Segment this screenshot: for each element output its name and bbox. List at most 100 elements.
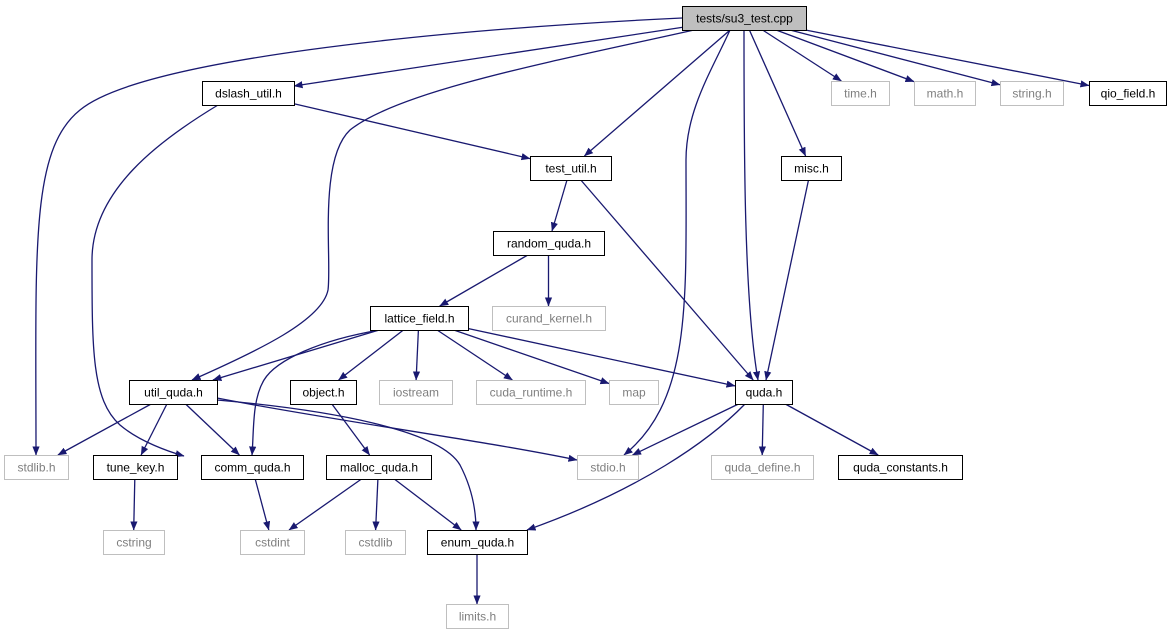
node-cstdint: cstdint: [240, 530, 305, 555]
node-quda-define: quda_define.h: [711, 455, 814, 480]
node-box: [1089, 81, 1167, 106]
node-box: [93, 455, 178, 480]
node-test-util[interactable]: test_util.h: [530, 156, 612, 181]
edge-dslash-util-to-comm-quda: [91, 104, 219, 458]
node-stdio: stdio.h: [577, 455, 639, 480]
node-box: [370, 306, 469, 331]
edge-quda-to-enum-quda: [526, 403, 746, 531]
node-label: cstring: [116, 536, 151, 550]
node-box: [201, 455, 304, 480]
edge-su3-test-to-stdlib: [32, 17, 683, 456]
node-math: math.h: [914, 81, 976, 106]
node-iostream: iostream: [379, 380, 453, 405]
edge-object-to-malloc-quda: [331, 403, 371, 456]
node-box: [735, 380, 793, 405]
edge-util-quda-to-stdio: [216, 397, 578, 462]
node-limits: limits.h: [446, 604, 509, 629]
node-string: string.h: [1000, 81, 1064, 106]
nodes-layer: tests/su3_test.cpp dslash_util.h time.h mat…: [4, 6, 1167, 629]
node-label: random_quda.h: [507, 237, 591, 251]
node-box: [530, 156, 612, 181]
node-box: [781, 156, 842, 181]
node-su3-test[interactable]: tests/su3_test.cpp: [682, 6, 807, 31]
node-box: [103, 530, 165, 555]
node-stdlib: stdlib.h: [4, 455, 69, 480]
node-misc[interactable]: misc.h: [781, 156, 842, 181]
edge-test-util-to-random-quda: [550, 179, 568, 232]
node-label: stdio.h: [590, 461, 625, 475]
node-label: util_quda.h: [144, 386, 203, 400]
edge-su3-test-to-time: [762, 29, 842, 82]
edge-test-util-to-quda: [580, 179, 754, 381]
node-comm-quda[interactable]: comm_quda.h: [201, 455, 304, 480]
edge-lattice-field-to-iostream: [412, 329, 421, 381]
node-box: [831, 81, 890, 106]
node-quda-constants[interactable]: quda_constants.h: [838, 455, 963, 480]
node-label: tune_key.h: [107, 461, 165, 475]
edge-lattice-field-to-map: [453, 329, 610, 385]
node-box: [1000, 81, 1064, 106]
node-box: [914, 81, 976, 106]
node-label: comm_quda.h: [214, 461, 290, 475]
node-label: math.h: [927, 87, 964, 101]
node-label: map: [622, 386, 646, 400]
edge-misc-to-quda: [764, 179, 810, 381]
edge-malloc-quda-to-cstdlib: [372, 478, 380, 531]
node-label: lattice_field.h: [384, 312, 454, 326]
node-box: [202, 81, 295, 106]
node-box: [290, 380, 357, 405]
node-tune-key[interactable]: tune_key.h: [93, 455, 178, 480]
node-label: quda_constants.h: [853, 461, 948, 475]
edge-su3-test-to-math: [775, 29, 915, 83]
node-label: time.h: [844, 87, 877, 101]
node-box: [476, 380, 586, 405]
edge-su3-test-to-stdio: [623, 29, 731, 456]
node-label: cstdlib: [358, 536, 392, 550]
node-random-quda[interactable]: random_quda.h: [493, 231, 605, 256]
node-box: [129, 380, 218, 405]
node-box: [682, 6, 807, 31]
node-label: string.h: [1012, 87, 1051, 101]
edge-su3-test-to-util-quda: [191, 29, 695, 381]
edge-su3-test-to-test-util: [583, 29, 731, 157]
edge-su3-test-to-quda: [743, 29, 761, 381]
node-label: quda_define.h: [724, 461, 800, 475]
node-label: tests/su3_test.cpp: [696, 12, 793, 26]
edge-malloc-quda-to-enum-quda: [393, 478, 462, 531]
node-box: [711, 455, 814, 480]
node-dslash-util[interactable]: dslash_util.h: [202, 81, 295, 106]
edge-lattice-field-to-quda: [467, 327, 736, 388]
edge-util-quda-to-tune-key: [140, 403, 168, 456]
node-label: limits.h: [459, 610, 496, 624]
edge-su3-test-to-dslash-util: [293, 26, 683, 89]
edge-su3-test-to-misc: [748, 29, 807, 157]
node-box: [838, 455, 963, 480]
edge-su3-test-to-qio-field: [805, 29, 1090, 88]
node-cstdlib: cstdlib: [345, 530, 406, 555]
node-util-quda[interactable]: util_quda.h: [129, 380, 218, 405]
node-box: [609, 380, 659, 405]
edge-util-quda-to-stdlib: [57, 403, 152, 456]
edge-quda-to-quda-constants: [784, 403, 879, 456]
edge-util-quda-to-enum-quda: [216, 399, 480, 531]
node-enum-quda[interactable]: enum_quda.h: [427, 530, 528, 555]
node-qio-field[interactable]: qio_field.h: [1089, 81, 1167, 106]
node-malloc-quda[interactable]: malloc_quda.h: [326, 455, 432, 480]
node-quda[interactable]: quda.h: [735, 380, 793, 405]
node-label: stdlib.h: [17, 461, 55, 475]
node-label: quda.h: [746, 386, 783, 400]
edge-lattice-field-to-comm-quda: [249, 329, 381, 456]
edge-comm-quda-to-cstdint: [254, 478, 271, 531]
node-box: [379, 380, 453, 405]
node-lattice-field[interactable]: lattice_field.h: [370, 306, 469, 331]
edge-dslash-util-to-test-util: [293, 103, 531, 161]
edge-util-quda-to-comm-quda: [185, 403, 240, 456]
node-box: [326, 455, 432, 480]
node-object[interactable]: object.h: [290, 380, 357, 405]
edge-random-quda-to-lattice-field: [439, 254, 529, 307]
edge-malloc-quda-to-cstdint: [288, 478, 362, 531]
node-label: dslash_util.h: [215, 87, 282, 101]
node-label: enum_quda.h: [441, 536, 514, 550]
node-label: curand_kernel.h: [506, 312, 592, 326]
